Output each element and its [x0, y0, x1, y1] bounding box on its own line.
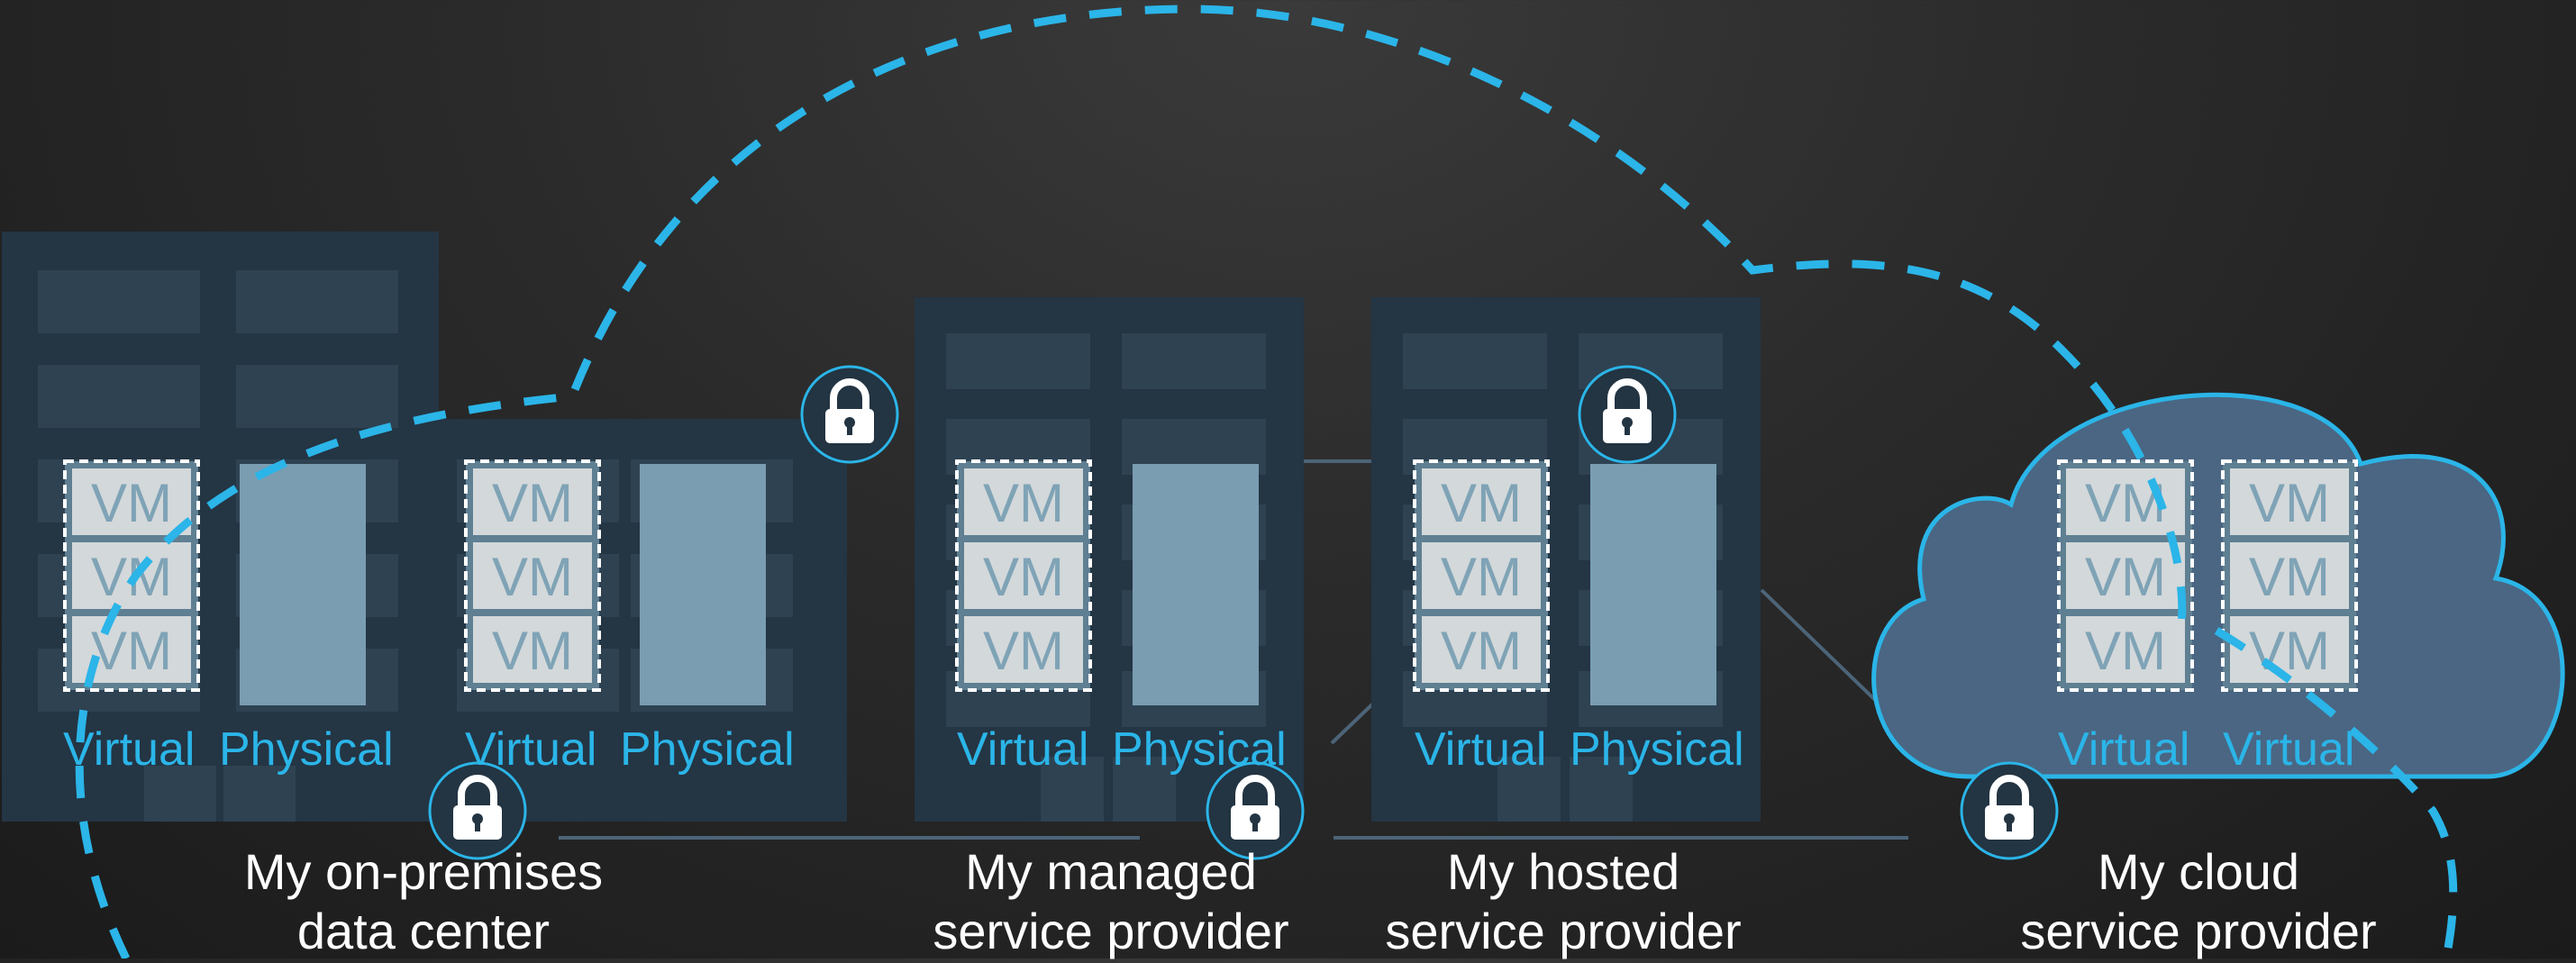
virtual-label: Virtual [2223, 723, 2355, 776]
location-hosted: My hosted service provider [1311, 842, 1816, 961]
vm-label: VM [2249, 473, 2330, 533]
vm-box [473, 616, 592, 683]
virtual-label: Virtual [63, 723, 196, 776]
virtual-label: Virtual [957, 723, 1089, 776]
vm-box [2230, 468, 2349, 535]
vm-label: VM [492, 547, 573, 607]
location-cloud: My cloud service provider [1946, 842, 2451, 961]
vm-box [1422, 468, 1541, 535]
vm-box [473, 468, 592, 535]
vm-label: VM [492, 473, 573, 533]
vm-box [2066, 616, 2185, 683]
location-line2: data center [296, 903, 551, 959]
connection-lines [559, 459, 1908, 840]
vm-box [1422, 542, 1541, 609]
location-line1: My on-premises [243, 843, 604, 900]
vm-box [1422, 616, 1541, 683]
vm-label: VM [91, 473, 172, 533]
physical-label: Physical [1570, 723, 1744, 776]
connection-arc [75, 5, 2187, 960]
virtual-label: Virtual [2058, 723, 2190, 776]
vm-label: VM [983, 621, 1064, 681]
vm-box [72, 468, 191, 535]
vm-box [964, 616, 1083, 683]
vm-box [2066, 468, 2185, 535]
physical-label: Physical [1112, 723, 1287, 776]
virtual-label: Virtual [465, 723, 597, 776]
location-line2: service provider [2020, 903, 2377, 959]
virtual-label: Virtual [1415, 723, 1547, 776]
physical-servers [240, 464, 1716, 705]
location-line1: My hosted [1446, 843, 1680, 900]
vm-label: VM [2249, 547, 2330, 607]
vm-box [2230, 542, 2349, 609]
vm-box [2230, 616, 2349, 683]
location-on-premises: My on-premises data center [171, 842, 676, 961]
vm-label: VM [2249, 621, 2330, 681]
vm-box [964, 542, 1083, 609]
vm-label: VM [983, 547, 1064, 607]
vm-label: VM [2085, 547, 2166, 607]
location-line1: My managed [965, 843, 1257, 900]
vm-label: VM [1441, 547, 1522, 607]
vm-box [964, 468, 1083, 535]
location-line2: service provider [933, 903, 1289, 959]
lock-icon [1579, 367, 1675, 462]
vm-label: VM [1441, 621, 1522, 681]
location-managed: My managed service provider [859, 842, 1363, 961]
vm-label: VM [2085, 621, 2166, 681]
vm-label: VM [983, 473, 1064, 533]
lock-icon [802, 367, 897, 462]
location-line2: service provider [1385, 903, 1742, 959]
physical-label: Physical [219, 723, 394, 776]
cloud-shape [1871, 392, 2565, 779]
vm-label: VM [492, 621, 573, 681]
location-line1: My cloud [2097, 843, 2300, 900]
physical-label: Physical [620, 723, 795, 776]
vm-label: VM [1441, 473, 1522, 533]
vm-box [473, 542, 592, 609]
vm-box [2066, 542, 2185, 609]
